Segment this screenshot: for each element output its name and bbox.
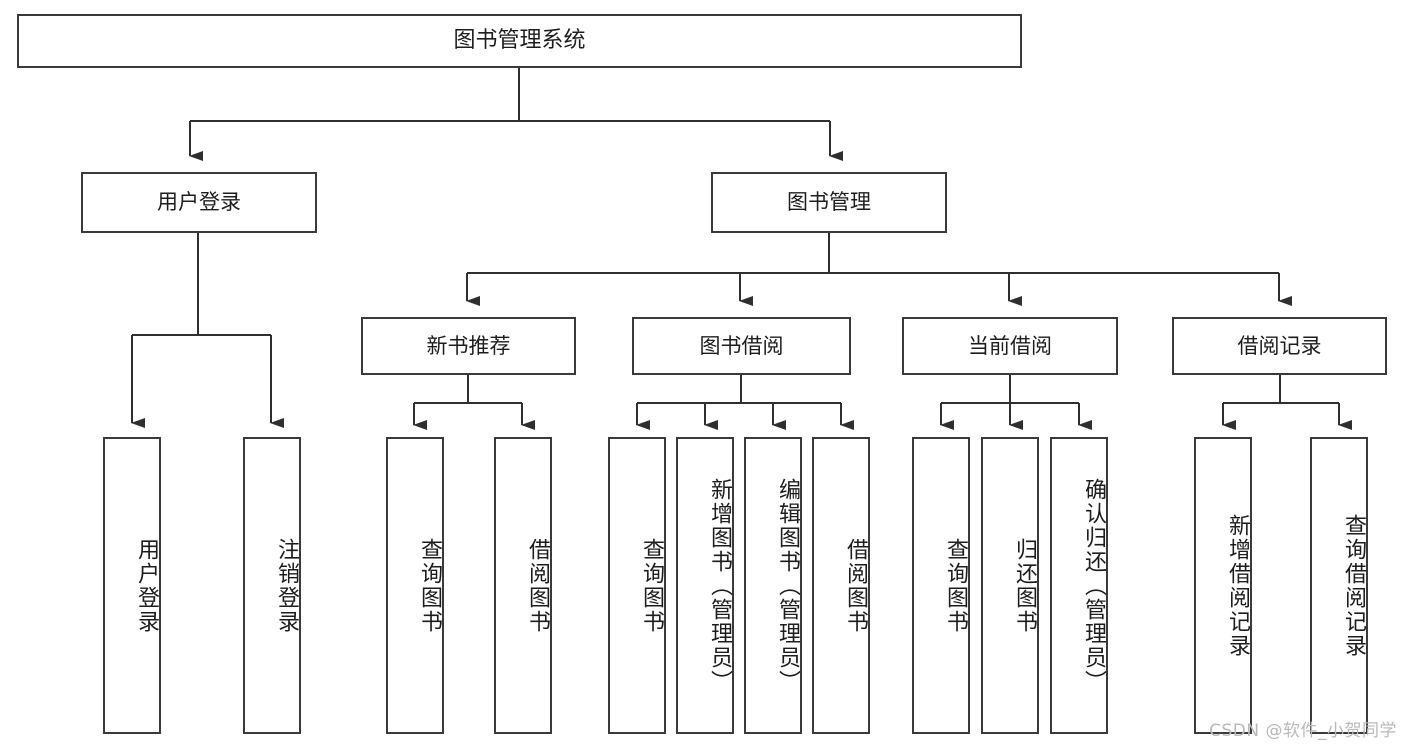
node-label: 借阅图书: [843, 537, 868, 634]
node-label: 用户登录: [157, 190, 241, 215]
node-label: 图书借阅: [699, 333, 784, 358]
node-label: 新增图书（管理员）: [707, 477, 732, 694]
node-label: 归还图书: [1012, 537, 1037, 634]
node-book-borrow[interactable]: 图书借阅: [632, 317, 851, 375]
node-new-book-recommend[interactable]: 新书推荐: [361, 317, 576, 375]
leaf-current-borrow-query-book[interactable]: 查询图书: [912, 437, 970, 734]
leaf-new-book-borrow-book[interactable]: 借阅图书: [494, 437, 552, 734]
leaf-user-login-logout[interactable]: 注销登录: [243, 437, 301, 734]
node-label: 编辑图书（管理员）: [775, 477, 800, 694]
leaf-current-borrow-confirm-return[interactable]: 确认归还（管理员）: [1050, 437, 1108, 734]
leaf-book-borrow-query-book[interactable]: 查询图书: [608, 437, 666, 734]
node-current-borrow[interactable]: 当前借阅: [902, 317, 1118, 375]
leaf-book-borrow-edit-book[interactable]: 编辑图书（管理员）: [744, 437, 802, 734]
node-root-system[interactable]: 图书管理系统: [17, 14, 1022, 68]
node-label: 借阅记录: [1237, 333, 1322, 358]
leaf-book-borrow-add-book[interactable]: 新增图书（管理员）: [676, 437, 734, 734]
node-label: 查询借阅记录: [1341, 513, 1366, 658]
node-label: 用户登录: [134, 537, 159, 634]
leaf-borrow-record-query-record[interactable]: 查询借阅记录: [1310, 437, 1368, 734]
node-book-management[interactable]: 图书管理: [711, 172, 947, 233]
node-borrow-record[interactable]: 借阅记录: [1172, 317, 1387, 375]
node-label: 新书推荐: [426, 333, 511, 358]
leaf-new-book-query-book[interactable]: 查询图书: [386, 437, 444, 734]
node-label: 查询图书: [417, 537, 442, 634]
leaf-borrow-record-add-record[interactable]: 新增借阅记录: [1194, 437, 1252, 734]
csdn-watermark: CSDN @软件_小贺同学: [1209, 721, 1397, 741]
node-label: 注销登录: [274, 537, 299, 634]
node-label: 图书管理: [787, 190, 871, 215]
node-label: 查询图书: [639, 537, 664, 634]
leaf-user-login-login[interactable]: 用户登录: [103, 437, 161, 734]
node-label: 新增借阅记录: [1225, 513, 1250, 658]
node-user-login[interactable]: 用户登录: [81, 172, 317, 233]
node-label: 图书管理系统: [453, 28, 586, 54]
node-label: 借阅图书: [525, 537, 550, 634]
node-label: 查询图书: [943, 537, 968, 634]
leaf-book-borrow-borrow-book[interactable]: 借阅图书: [812, 437, 870, 734]
node-label: 当前借阅: [968, 333, 1052, 358]
leaf-current-borrow-return-book[interactable]: 归还图书: [981, 437, 1039, 734]
node-label: 确认归还（管理员）: [1081, 477, 1106, 694]
